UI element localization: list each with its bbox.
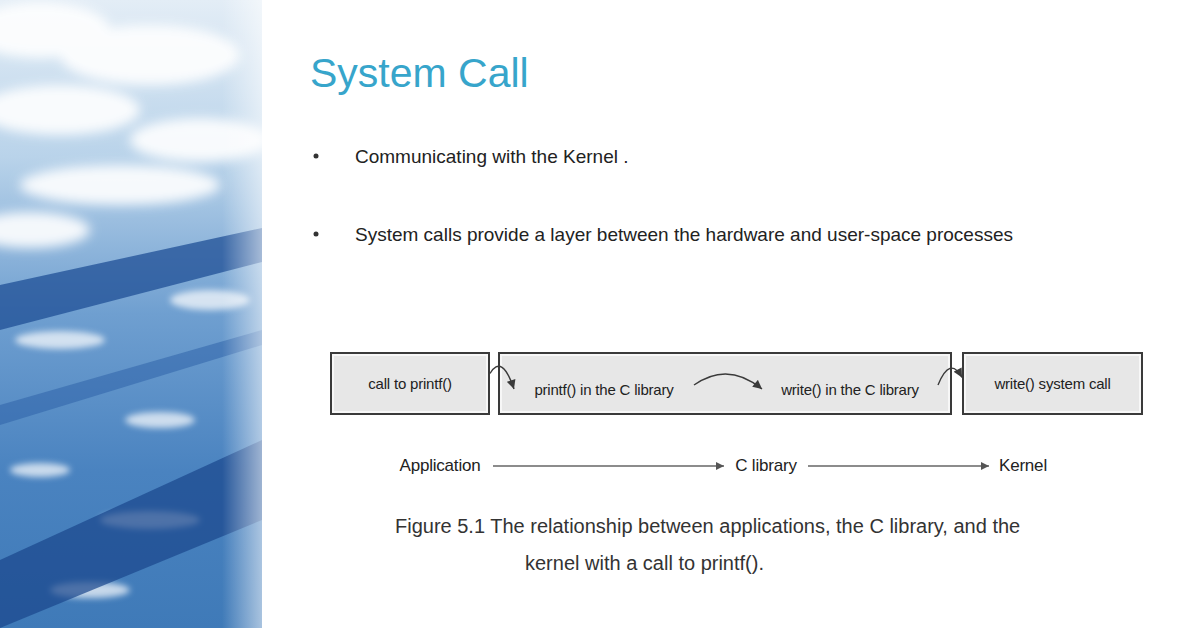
node-text: printf() in the C library	[534, 381, 673, 398]
figure-caption: Figure 5.1 The relationship between appl…	[395, 508, 1070, 582]
library-box: printf() in the C library write() in the …	[498, 352, 952, 415]
slide-title: System Call	[310, 50, 529, 97]
bullet-dot	[314, 154, 319, 159]
library-step: write() in the C library	[762, 376, 938, 402]
sky-photo	[0, 0, 262, 628]
flow-arrow	[490, 366, 514, 389]
node-text: write() system call	[994, 375, 1110, 392]
flow-arrow	[808, 465, 989, 466]
bullet-text: System calls provide a layer between the…	[355, 218, 1080, 251]
node-text: C library	[735, 456, 797, 476]
layer-label: Kernel	[992, 453, 1054, 479]
layer-label: Application	[390, 453, 490, 479]
layer-label: C library	[727, 453, 805, 479]
node-text: Kernel	[999, 456, 1047, 476]
flow-arrow	[694, 374, 762, 389]
flow-arrow	[938, 368, 962, 385]
process-box: call to printf()	[330, 352, 490, 415]
bullet-dot	[314, 232, 319, 237]
library-step: printf() in the C library	[514, 376, 694, 402]
flow-arrow	[493, 465, 724, 466]
node-text: write() in the C library	[781, 381, 919, 398]
node-text: call to printf()	[368, 375, 452, 392]
node-text: Application	[400, 456, 481, 476]
bullet-text: Communicating with the Kernel .	[355, 140, 1080, 173]
kernel-box: write() system call	[962, 352, 1143, 415]
